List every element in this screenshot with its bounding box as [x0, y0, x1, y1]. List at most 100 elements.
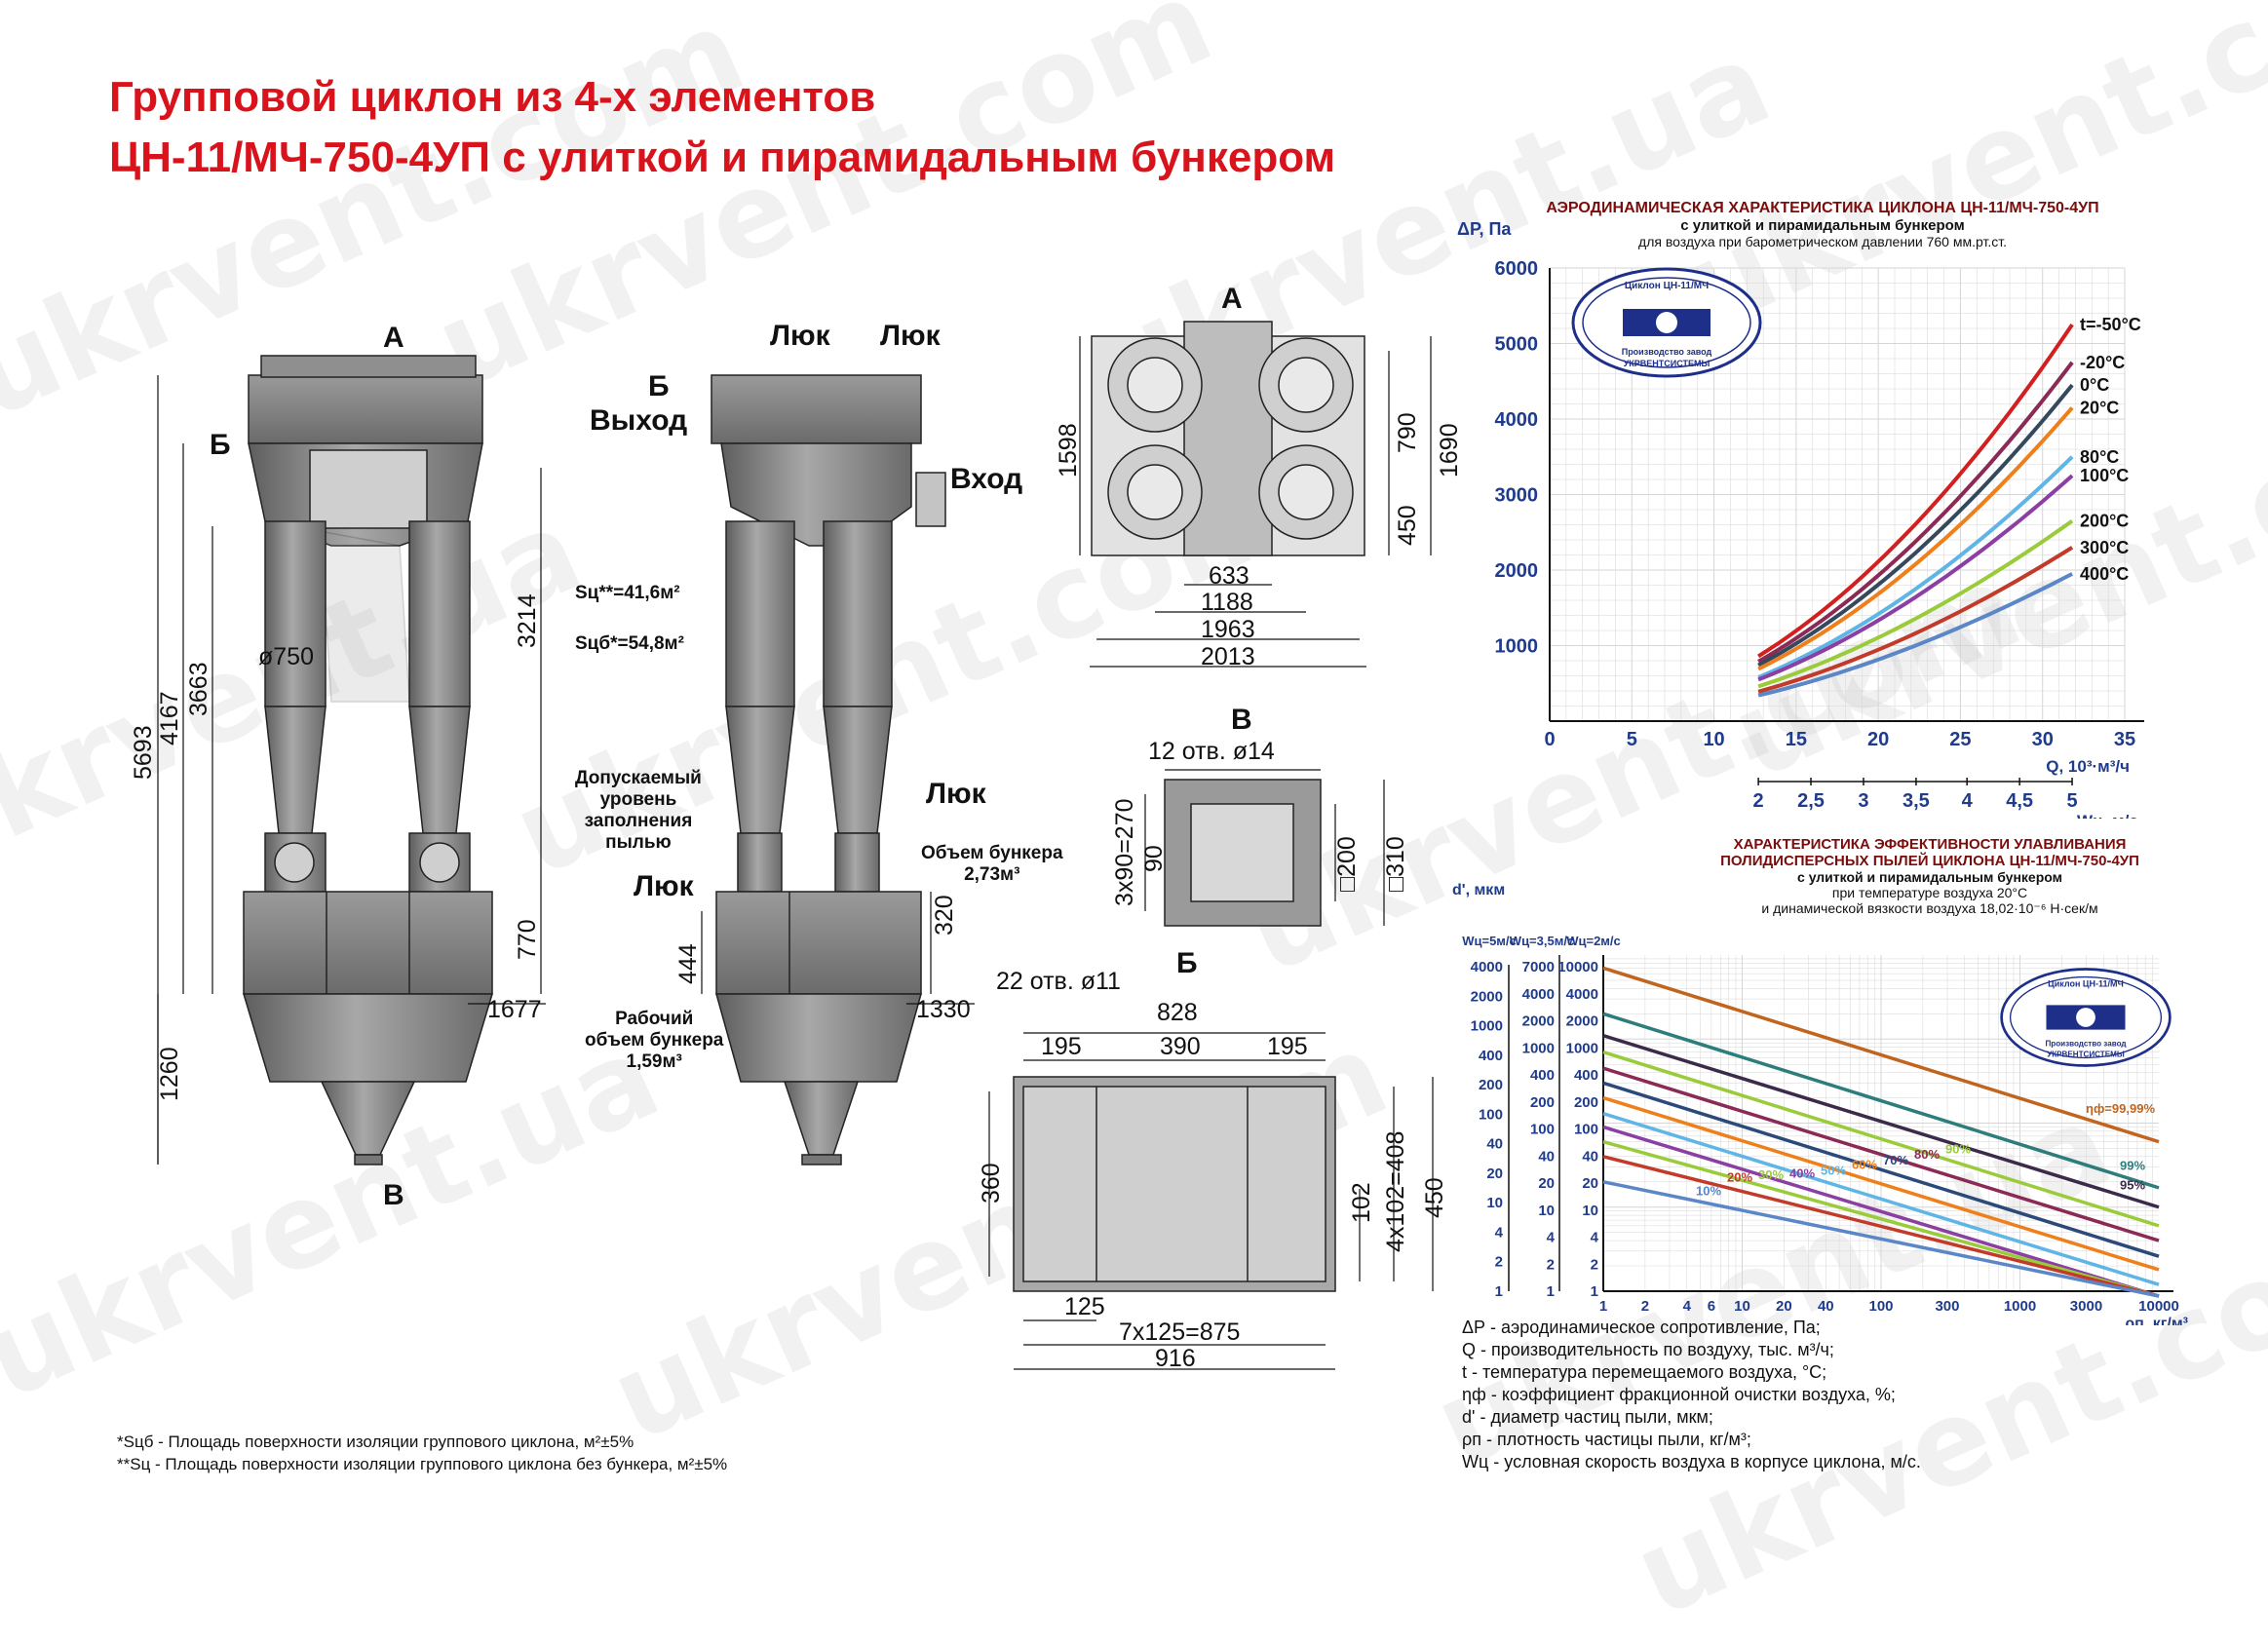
series-line: [1757, 518, 2074, 689]
y-tick-label: 1000: [1522, 1040, 1555, 1056]
chart2-ylabel: d', мкм: [1452, 882, 1506, 898]
efficiency-label: 80%: [1914, 1147, 1940, 1162]
y-tick-label: 4: [1591, 1230, 1599, 1246]
hatch-label: Люк: [926, 778, 986, 810]
stamp-text: УКРВЕНТСИСТЕМЫ: [2047, 1051, 2125, 1059]
y-tick-label: 3000: [1495, 485, 1539, 507]
y-tick-label: 200: [1479, 1077, 1503, 1093]
series-line: [1757, 455, 2074, 679]
series-label: 0°C: [2080, 375, 2109, 395]
stamp-text: Производство завод: [1622, 347, 1712, 357]
top-view: [1079, 321, 1432, 668]
dim-125: 125: [1064, 1293, 1105, 1320]
efficiency-label: 90%: [1945, 1141, 1971, 1156]
dim-195-right: 195: [1267, 1033, 1308, 1060]
series-line: [1757, 406, 2074, 671]
dim-7x125-875: 7х125=875: [1119, 1318, 1241, 1346]
dim-5693: 5693: [130, 725, 157, 780]
footnote: *Sцб - Площадь поверхности изоляции груп…: [117, 1433, 634, 1451]
y-tick-label: 10: [1486, 1195, 1503, 1211]
legend-item: Q - производительность по воздуху, тыс. …: [1462, 1340, 1834, 1359]
area-with-bunker: Sцб*=54,8м²: [575, 633, 684, 654]
y-tick-label: 40: [1486, 1136, 1503, 1153]
wc-axis-title: Wц, м/с: [2077, 812, 2138, 819]
legend-item: t - температура перемещаемого воздуха, °…: [1462, 1362, 1827, 1382]
series-label: 400°C: [2080, 564, 2129, 584]
series-line: [1757, 546, 2074, 694]
page-title-line2: ЦН-11/МЧ-750-4УП с улиткой и пирамидальн…: [109, 134, 1336, 181]
series-label: -20°C: [2080, 353, 2125, 372]
wc-tick-label: 2: [1753, 790, 1764, 812]
dim-4x102-408: 4х102=408: [1382, 1130, 1409, 1252]
efficiency-label: ηф=99,99%: [2086, 1101, 2155, 1116]
dim-1677: 1677: [487, 996, 542, 1023]
x-tick-label: 1: [1599, 1298, 1607, 1315]
dim-310: □310: [1382, 836, 1409, 892]
y-tick-label: 100: [1479, 1106, 1503, 1123]
side-view: [701, 374, 975, 1165]
y-tick-label: 4000: [1495, 409, 1539, 431]
efficiency-label: 60%: [1852, 1157, 1877, 1171]
dim-1330: 1330: [916, 996, 971, 1023]
y-tick-label: 6000: [1495, 258, 1539, 280]
y-tick-label: 7000: [1522, 959, 1555, 975]
series-line: [1757, 323, 2074, 659]
series-label: t=-50°C: [2080, 315, 2141, 334]
y-tick-label: 4: [1495, 1224, 1504, 1241]
work-volume-note: Рабочий объем бункера 1,59м³: [585, 1009, 724, 1072]
efficiency-label: 40%: [1789, 1166, 1815, 1181]
stamp-text: УКРВЕНТСИСТЕМЫ: [1624, 359, 1711, 368]
series-label: 300°C: [2080, 538, 2129, 557]
x-tick-label: 10: [1734, 1298, 1750, 1315]
efficiency-label: 20%: [1727, 1170, 1752, 1185]
y-tick-label: 1000: [1495, 636, 1539, 658]
bunker-volume-note: Объем бункера 2,73м³: [921, 843, 1063, 885]
chart1-ylabel: ΔР, Па: [1457, 219, 1512, 239]
y-tick-label: 400: [1479, 1048, 1503, 1064]
y-tick-label: 4000: [1566, 986, 1598, 1003]
dim-3x90-270: 3х90=270: [1111, 798, 1138, 906]
y-tick-label: 10: [1538, 1203, 1555, 1219]
y-tick-label: 20: [1582, 1175, 1598, 1192]
y-tick-label: 1: [1495, 1283, 1503, 1300]
x-tick-label: 25: [1949, 729, 1971, 750]
legend-item: ηф - коэффициент фракционной очистки воз…: [1462, 1385, 1896, 1404]
y-tick-label: 400: [1574, 1067, 1598, 1084]
dim-200: □200: [1333, 836, 1361, 892]
x-axis-title: Q, 10³·м³/ч: [2046, 757, 2130, 776]
dim-790: 790: [1394, 412, 1421, 453]
dim-1188: 1188: [1201, 589, 1253, 616]
y-tick-label: 2: [1547, 1256, 1555, 1273]
y-tick-label: 1: [1547, 1283, 1555, 1300]
stamp-text: Циклон ЦН-11/МЧ: [2048, 979, 2124, 989]
y-tick-label: 200: [1574, 1094, 1598, 1111]
view-label-v-left: В: [383, 1179, 404, 1211]
y-tick-label: 4: [1547, 1230, 1556, 1246]
y-tick-label: 2000: [1471, 988, 1503, 1005]
dim-3663: 3663: [185, 662, 212, 716]
chart2-title: ХАРАКТЕРИСТИКА ЭФФЕКТИВНОСТИ УЛАВЛИВАНИЯ…: [1720, 836, 2139, 916]
x-tick-label: 5: [1627, 729, 1637, 750]
wc-tick-label: 3: [1858, 790, 1868, 812]
x-tick-label: 10000: [2138, 1298, 2179, 1315]
axis-name: Wц=2м/с: [1566, 934, 1621, 948]
outlet-label: Выход: [590, 404, 688, 437]
wc-tick-label: 3,5: [1903, 790, 1930, 812]
y-tick-label: 2000: [1522, 1013, 1555, 1030]
axis-name: Wц=5м/с: [1462, 934, 1517, 948]
y-tick-label: 400: [1530, 1067, 1555, 1084]
x-tick-label: 2: [1641, 1298, 1649, 1315]
holes-22-d11: 22 отв. ø11: [996, 968, 1121, 995]
legend-item: Wц - условная скорость воздуха в корпусе…: [1462, 1452, 1921, 1471]
view-label-b-left: Б: [210, 429, 231, 461]
efficiency-line: [1602, 1139, 2160, 1298]
view-v-flange: [1144, 769, 1385, 927]
legend-item: d' - диаметр частиц пыли, мкм;: [1462, 1407, 1713, 1427]
dim-1963: 1963: [1201, 616, 1255, 643]
x-tick-label: 30: [2032, 729, 2054, 750]
dim-390: 390: [1160, 1033, 1201, 1060]
factory-stamp-icon: Циклон ЦН-11/МЧ Производство завод УКРВЕ…: [2000, 968, 2172, 1067]
dim-102: 102: [1348, 1182, 1375, 1223]
dim-828: 828: [1157, 999, 1198, 1026]
y-tick-label: 20: [1538, 1175, 1555, 1192]
